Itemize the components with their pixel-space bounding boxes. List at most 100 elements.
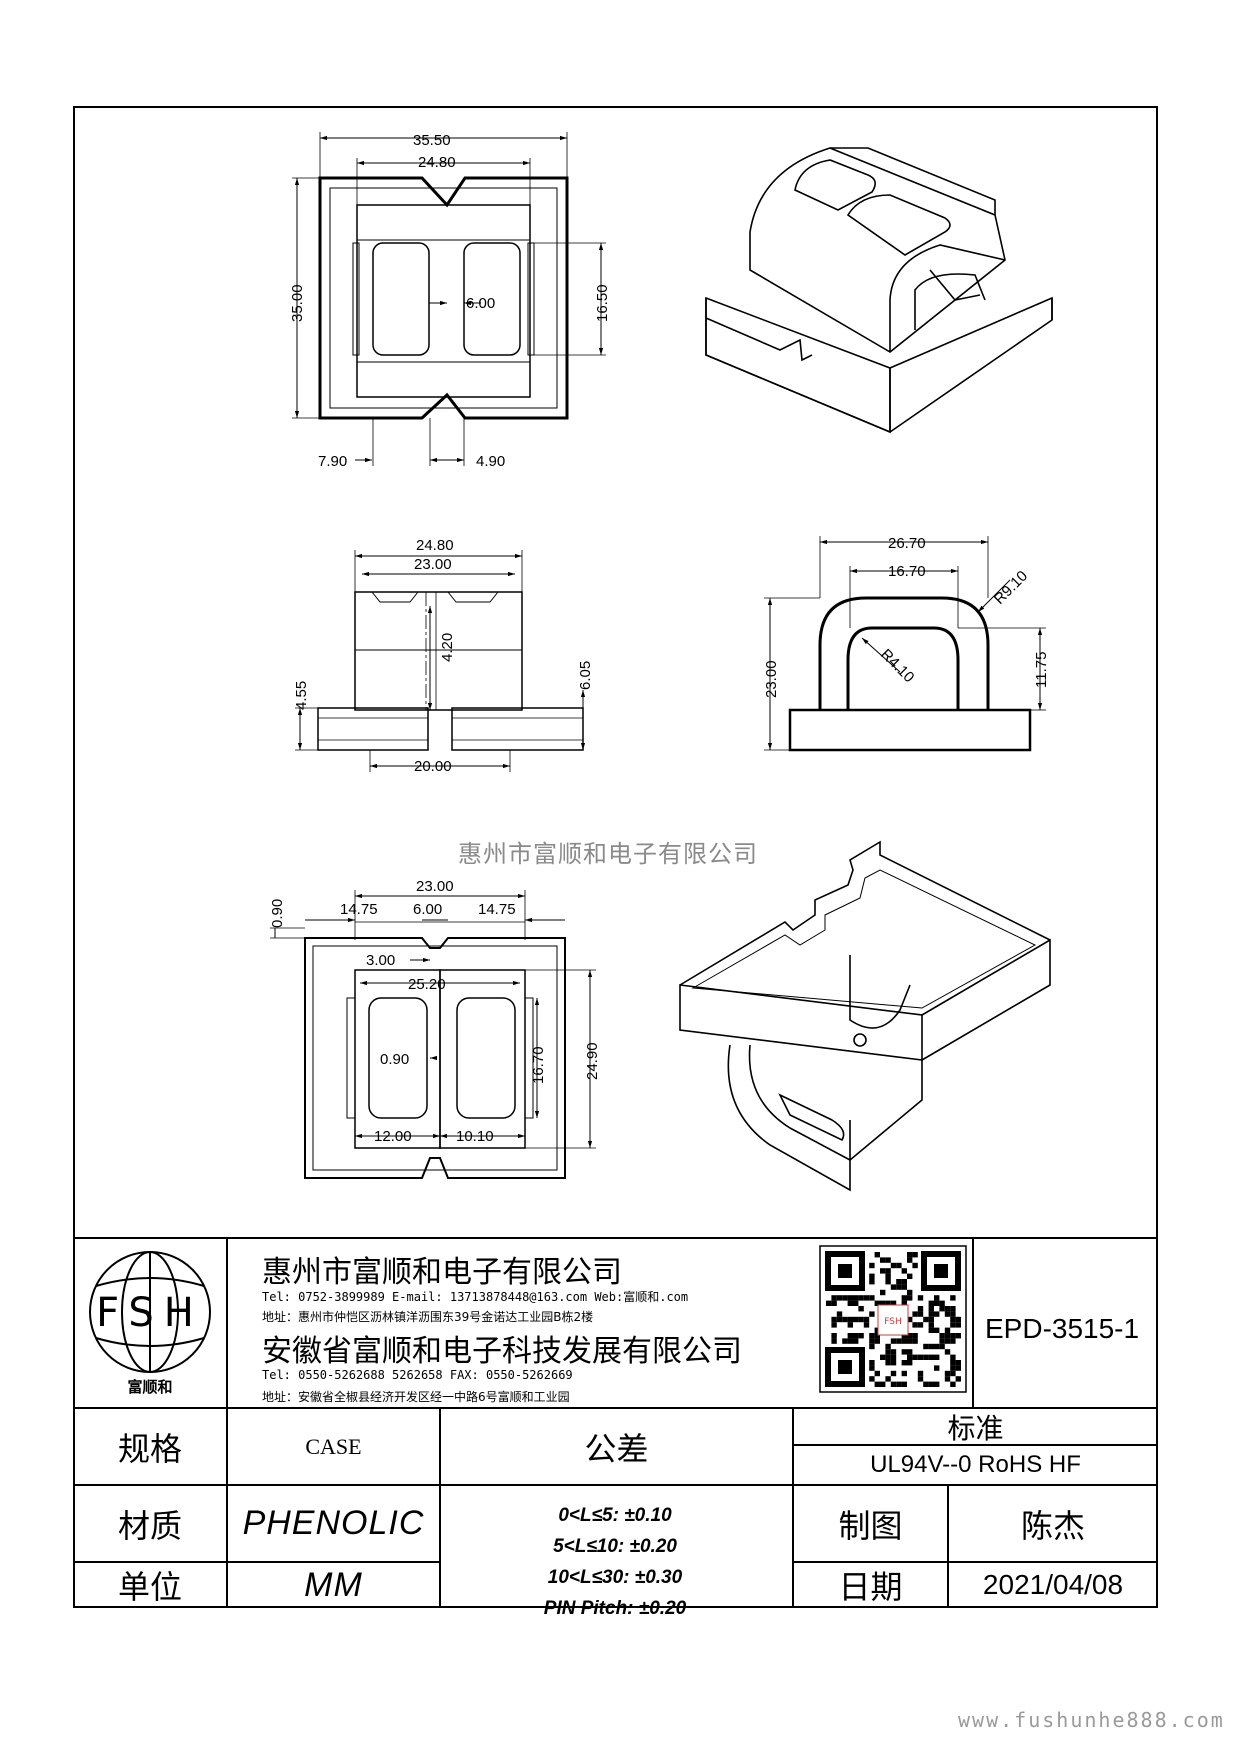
drawing-frame xyxy=(73,106,1158,1608)
qr-module xyxy=(907,1295,913,1301)
qr-module xyxy=(863,1322,870,1328)
dim-0-90-center: 0.90 xyxy=(380,1051,409,1068)
tolerance-line-2: 5<L≤10: ±0.20 xyxy=(553,1536,677,1557)
qr-module xyxy=(890,1354,897,1360)
qr-module xyxy=(955,1316,961,1323)
qr-module xyxy=(890,1381,897,1387)
qr-module xyxy=(912,1252,918,1258)
logo-letters: FSH xyxy=(96,1290,204,1336)
qr-module xyxy=(858,1316,864,1323)
qr-module xyxy=(842,1295,848,1301)
part-number: EPD-3515-1 xyxy=(985,1313,1140,1344)
qr-module xyxy=(853,1300,859,1306)
qr-module xyxy=(939,1306,945,1312)
qr-module xyxy=(847,1300,853,1306)
qr-module xyxy=(950,1333,956,1339)
spec-label: 规格 xyxy=(117,1429,182,1468)
dim-24-90: 24.90 xyxy=(584,1042,601,1080)
qr-module xyxy=(869,1311,875,1317)
qr-module xyxy=(847,1333,853,1339)
company2-name: 安徽省富顺和电子科技发展有限公司 xyxy=(262,1334,742,1369)
qr-module xyxy=(890,1349,897,1355)
company1-address: 地址：惠州市仲恺区沥林镇洋沥围东39号金诺达工业园B栋2楼 xyxy=(262,1310,594,1324)
qr-module xyxy=(874,1252,880,1258)
qr-module xyxy=(907,1252,913,1258)
qr-module xyxy=(917,1295,924,1301)
dim-3-00: 3.00 xyxy=(366,952,395,969)
qr-module xyxy=(847,1316,853,1323)
qr-module xyxy=(885,1279,891,1285)
qr-module xyxy=(831,1295,837,1301)
qr-module xyxy=(907,1338,913,1344)
unit-label: 单位 xyxy=(117,1568,182,1606)
qr-module xyxy=(869,1262,875,1269)
qr-module xyxy=(869,1338,875,1344)
qr-module xyxy=(901,1300,907,1306)
dim-12-00: 12.00 xyxy=(374,1128,412,1145)
qr-module xyxy=(901,1284,907,1290)
qr-module xyxy=(890,1360,897,1366)
dim-24-80-top: 24.80 xyxy=(418,154,456,171)
qr-module xyxy=(912,1322,918,1328)
qr-module xyxy=(880,1289,886,1296)
qr-module xyxy=(869,1273,875,1279)
qr-module xyxy=(890,1338,897,1344)
qr-module xyxy=(880,1381,886,1387)
qr-module xyxy=(847,1295,853,1301)
qr-module xyxy=(917,1376,924,1382)
qr-module xyxy=(928,1343,934,1350)
qr-module xyxy=(907,1316,913,1323)
qr-module xyxy=(896,1262,902,1269)
qr-module xyxy=(928,1327,934,1333)
qr-module xyxy=(923,1354,929,1360)
logo-caption: 富顺和 xyxy=(127,1378,172,1396)
company2-contact: Tel: 0550-5262688 5262658 FAX: 0550-5262… xyxy=(262,1368,573,1382)
qr-module xyxy=(836,1311,843,1317)
qr-module xyxy=(950,1322,956,1328)
qr-module xyxy=(950,1295,956,1301)
qr-module xyxy=(869,1333,875,1339)
qr-module xyxy=(928,1311,934,1317)
qr-module xyxy=(944,1338,951,1344)
qr-module xyxy=(901,1338,907,1344)
qr-module xyxy=(928,1300,934,1306)
qr-module xyxy=(885,1343,891,1350)
date-value: 2021/04/08 xyxy=(982,1569,1124,1600)
unit-value: MM xyxy=(304,1565,363,1604)
dim-26-70: 26.70 xyxy=(888,535,926,552)
qr-module xyxy=(890,1262,897,1269)
dim-6-05: 6.05 xyxy=(577,661,594,690)
qr-module xyxy=(869,1376,875,1382)
qr-module xyxy=(901,1333,907,1339)
company1-contact: Tel: 0752-3899989 E-mail: 13713878448@16… xyxy=(262,1290,689,1304)
website-watermark: www.fushunhe888.com xyxy=(958,1708,1225,1732)
dim-6-00-top: 6.00 xyxy=(466,295,495,312)
dim-11-75: 11.75 xyxy=(1033,652,1050,688)
qr-module xyxy=(912,1354,918,1360)
qr-module xyxy=(831,1338,837,1344)
qr-module xyxy=(939,1338,945,1344)
qr-module xyxy=(944,1370,951,1377)
qr-module xyxy=(917,1370,924,1377)
qr-module xyxy=(923,1316,929,1323)
qr-module xyxy=(885,1354,891,1360)
qr-module xyxy=(890,1370,897,1377)
qr-module xyxy=(934,1381,940,1387)
qr-module xyxy=(874,1333,880,1339)
qr-module xyxy=(880,1268,886,1274)
side-view xyxy=(764,536,1046,752)
material-value: PHENOLIC xyxy=(242,1504,425,1542)
qr-module xyxy=(874,1338,880,1344)
qr-module xyxy=(847,1322,853,1328)
qr-module xyxy=(912,1338,918,1344)
qr-module xyxy=(917,1311,924,1317)
qr-module xyxy=(912,1333,918,1339)
qr-module xyxy=(944,1349,951,1355)
qr-module xyxy=(842,1338,848,1344)
dim-r4-10: R4.10 xyxy=(877,646,917,686)
qr-module xyxy=(944,1333,951,1339)
front-view xyxy=(295,550,586,772)
dim-4-20: 4.20 xyxy=(439,633,456,662)
qr-module xyxy=(880,1300,886,1306)
